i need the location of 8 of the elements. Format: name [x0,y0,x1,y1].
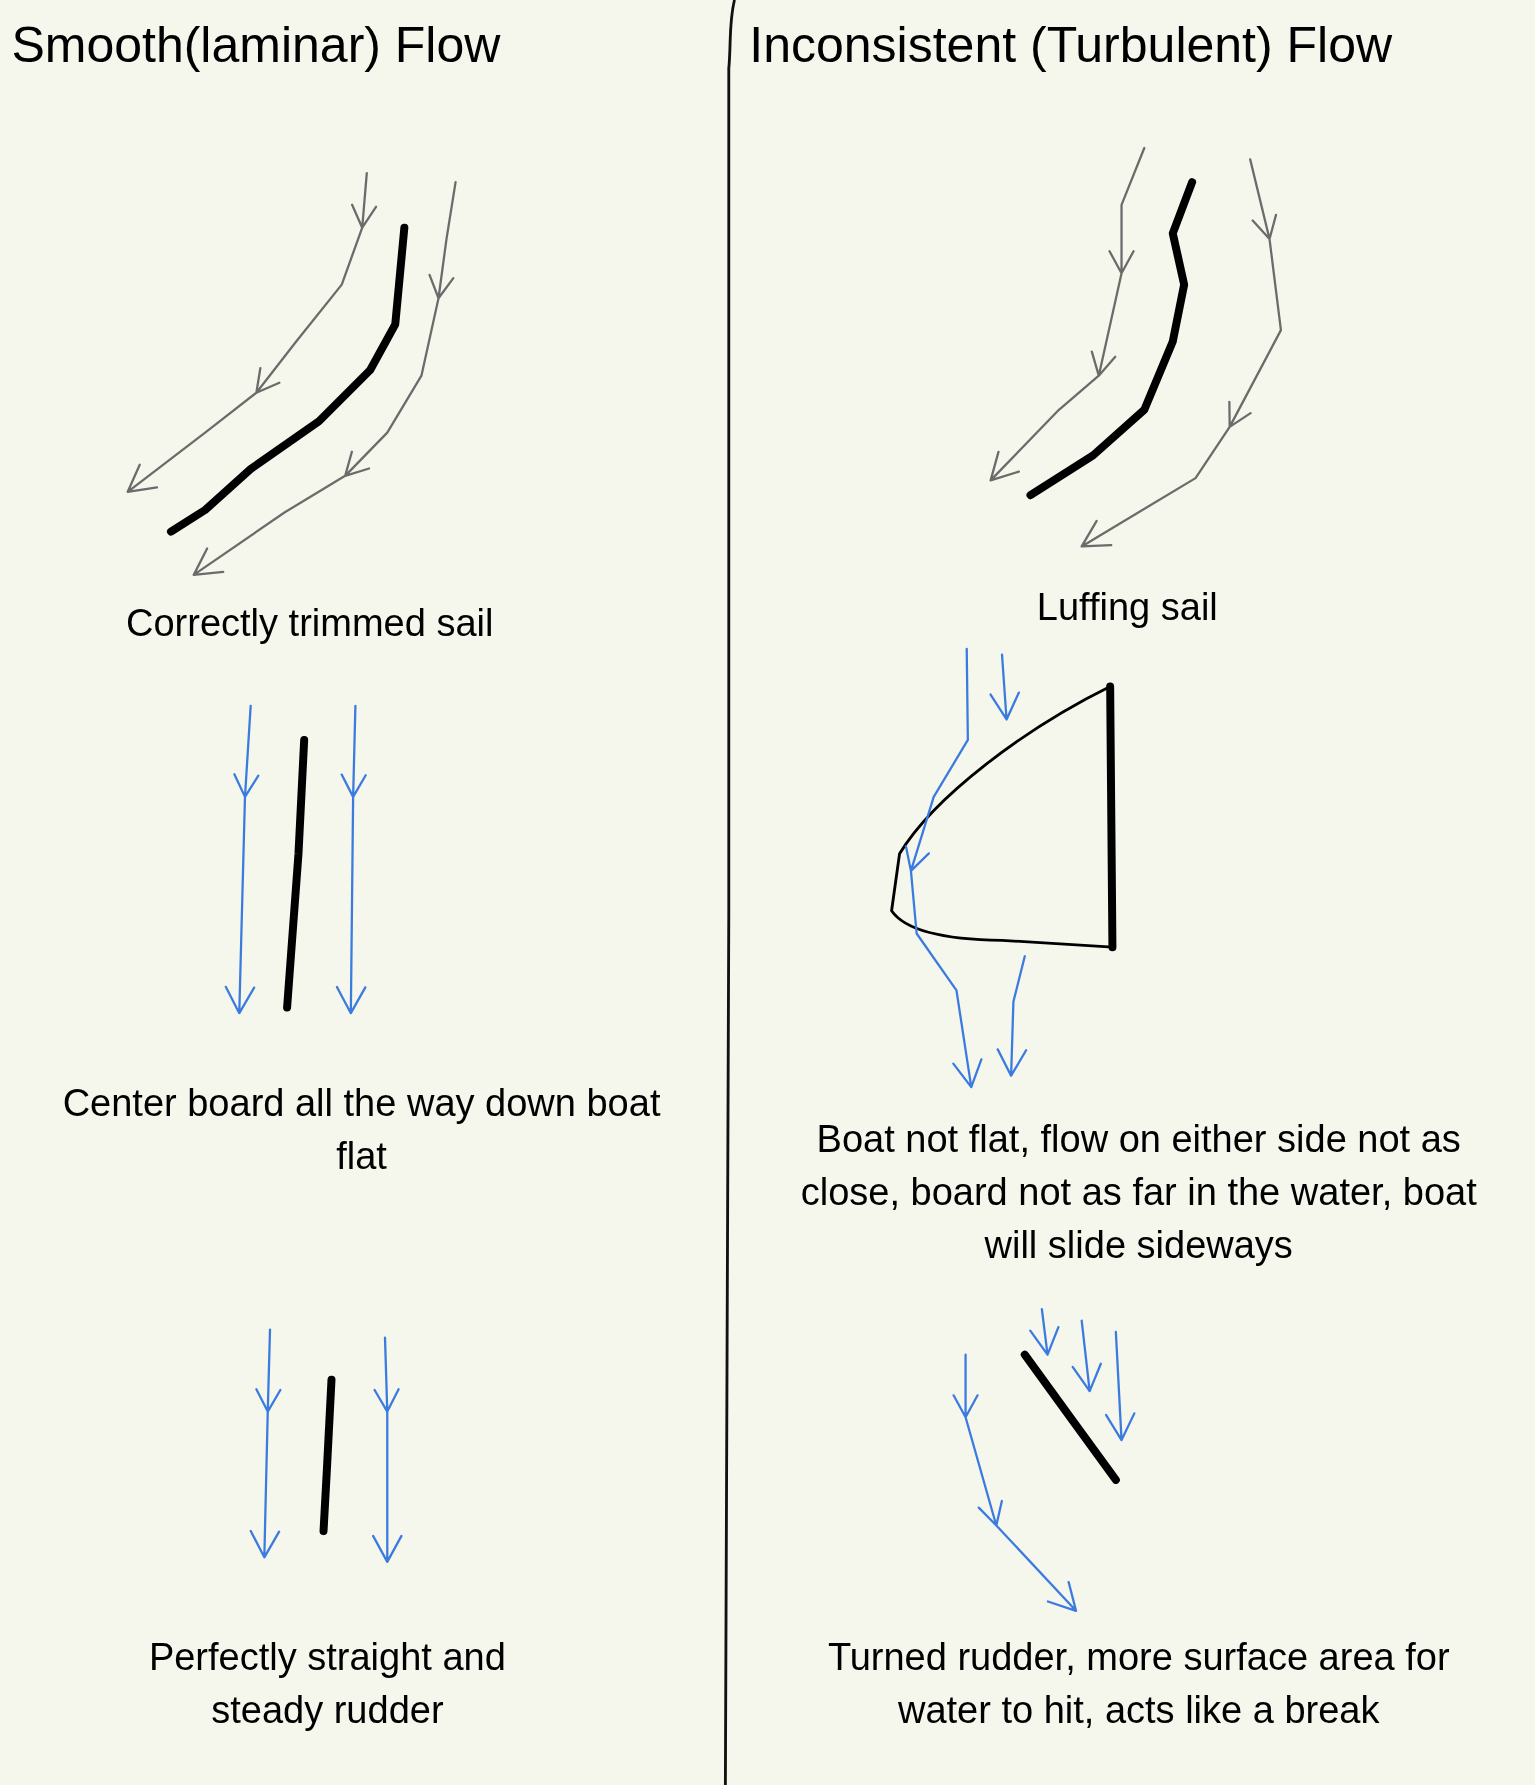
caption-text: Center board all the way down boat flat [61,1081,662,1180]
caption-text: Correctly trimmed sail [125,600,495,646]
caption-text: Boat not flat, flow on either side not as close, board not as far in the water, boat will slide sideways [799,1116,1478,1268]
caption-text: Turned rudder, more surface area for water to hit, acts like a break [826,1634,1451,1733]
column-heading: Inconsistent (Turbulent) Flow [749,15,1394,75]
caption-text: Luffing sail [1035,584,1219,630]
column-heading: Smooth(laminar) Flow [11,15,502,75]
caption-text: Perfectly straight and steady rudder [147,1634,507,1733]
